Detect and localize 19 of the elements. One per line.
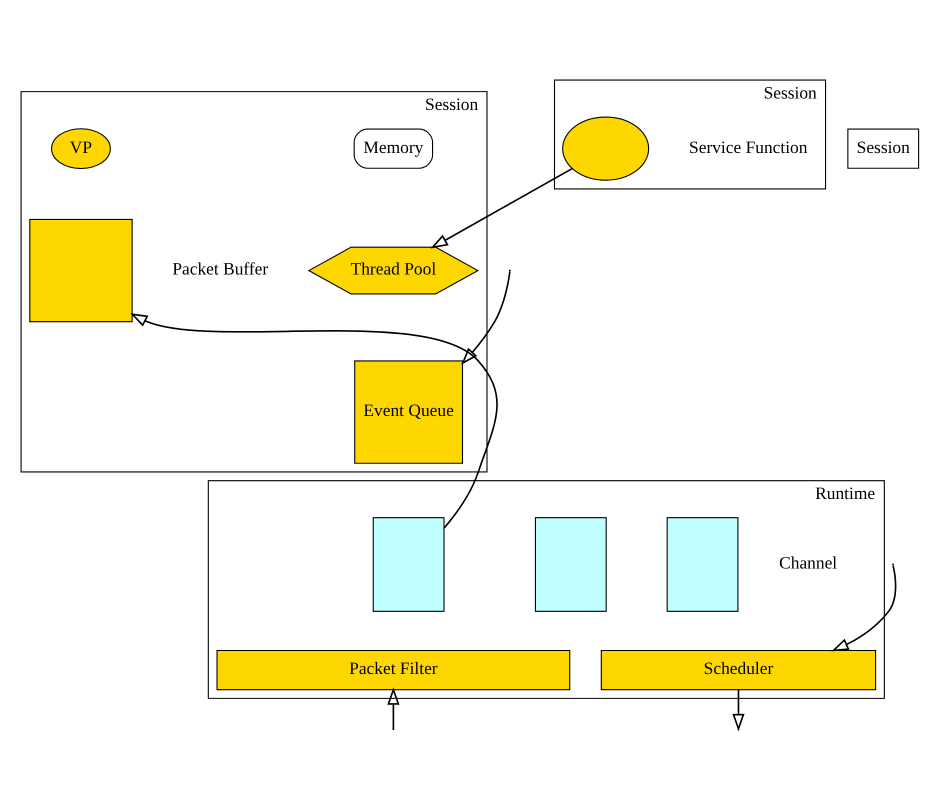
node-label: Packet Buffer bbox=[172, 258, 268, 278]
node-ellipse: VP bbox=[51, 128, 111, 169]
node-box: Packet Filter bbox=[216, 649, 570, 690]
label: Channel bbox=[779, 552, 838, 572]
arrow bbox=[130, 312, 498, 528]
node-circle bbox=[562, 116, 650, 180]
node-label: Service Function bbox=[689, 136, 808, 156]
node-box bbox=[666, 516, 738, 612]
node-box bbox=[534, 516, 607, 612]
arrow bbox=[430, 168, 572, 248]
node-box: Event Queue bbox=[354, 360, 464, 464]
arrow bbox=[387, 686, 400, 728]
node-box bbox=[29, 218, 133, 322]
node-box: Session bbox=[847, 128, 920, 168]
arrow bbox=[831, 564, 896, 651]
node-box bbox=[372, 516, 445, 612]
arrow bbox=[461, 271, 511, 364]
node-box: Memory bbox=[354, 128, 434, 168]
node-box: Scheduler bbox=[600, 649, 876, 690]
